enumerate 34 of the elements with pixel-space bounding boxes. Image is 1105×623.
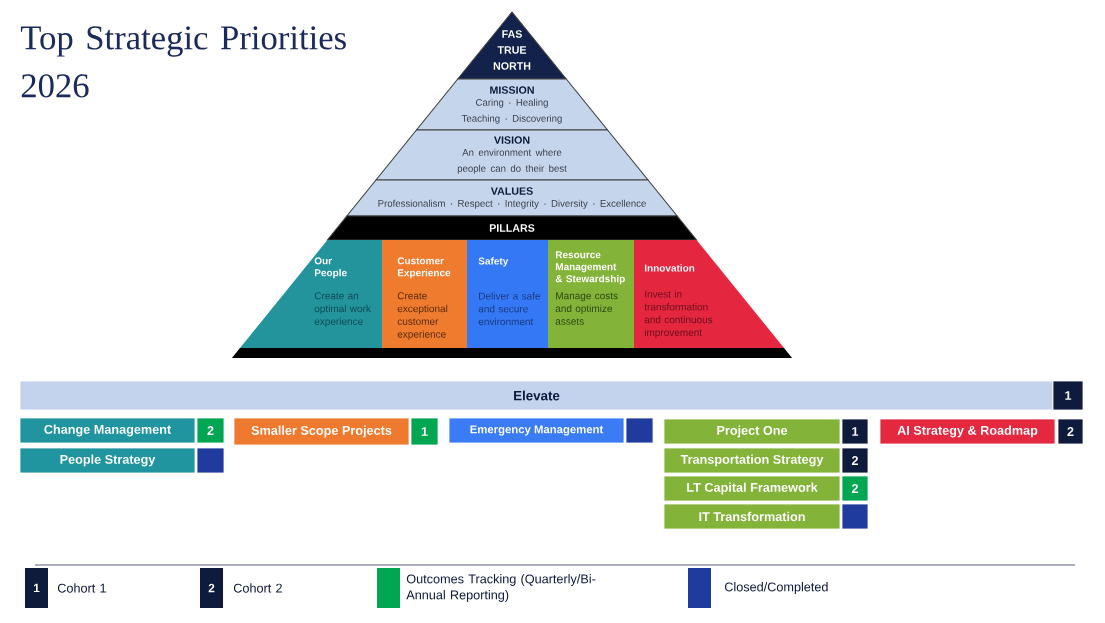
project-bar: AI Strategy & Roadmap <box>879 418 1056 445</box>
pillar-column: Innovation Invest in transformation and continuous improvement <box>634 240 784 348</box>
status-square <box>841 503 869 530</box>
pyramid-layer: MISSION Caring · Healing Teaching · Discovering <box>415 78 609 131</box>
cohort-badge: 1 <box>410 417 439 446</box>
pillar-column: Customer Experience Create exceptional customer experience <box>382 240 467 348</box>
cohort-badge: 2 <box>841 475 869 502</box>
project-bar: IT Transformation <box>663 503 841 530</box>
cohort-badge: 1 <box>1052 380 1084 411</box>
pillar-column: Resource Management & Stewardship Manage costs and optimize assets <box>548 240 634 348</box>
pillar-column: Safety Deliver a safe and secure environment <box>467 240 548 348</box>
initiative-bar: Elevate <box>19 380 1054 411</box>
cohort-badge: 2 <box>196 417 225 444</box>
cohort-badge: 2 <box>1057 418 1084 445</box>
status-square <box>625 417 654 444</box>
project-bar: People Strategy <box>19 447 196 474</box>
legend-label: Cohort 1 <box>57 583 106 593</box>
pillar-column: Our People Create an optimal work experience <box>240 240 382 348</box>
cohort-badge: 1 <box>841 418 869 445</box>
swatch-number: 2 <box>208 583 215 593</box>
project-bar: Transportation Strategy <box>663 447 841 474</box>
project-bar: Change Management <box>19 417 196 444</box>
legend-label: Cohort 2 <box>233 583 282 593</box>
title: Top Strategic Priorities 2026 <box>20 26 346 98</box>
legend-label: Outcomes Tracking (Quarterly/Bi-Annual Reporting) <box>406 574 596 602</box>
project-bar: Project One <box>663 418 841 445</box>
cohort-badge: 2 <box>841 447 869 474</box>
project-bar: Emergency Management <box>448 417 625 444</box>
status-square <box>196 447 225 474</box>
project-bar: Smaller Scope Projects <box>233 417 410 446</box>
pyramid-layer: PILLARS <box>326 215 698 241</box>
legend-label: Closed/Completed <box>724 582 828 594</box>
swatch-number: 1 <box>33 583 40 593</box>
project-bar: LT Capital Framework <box>663 475 841 502</box>
